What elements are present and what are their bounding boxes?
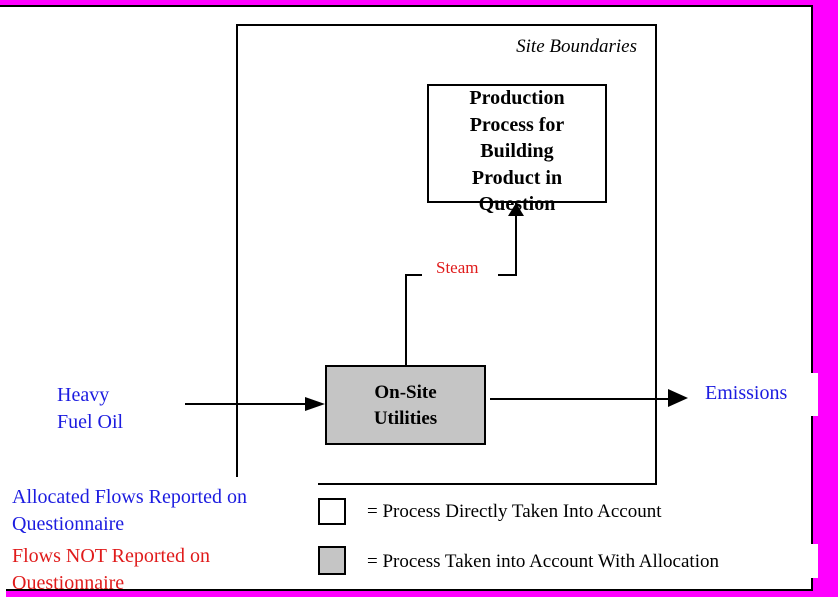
steam-label: Steam	[436, 258, 479, 277]
allocated-flows-note-line2: Questionnaire	[12, 513, 125, 535]
production-process-label-line3: Building	[480, 140, 554, 162]
on-site-utilities-box: On-Site Utilities	[325, 365, 486, 445]
production-process-label: Production Process for Building Product …	[427, 85, 607, 218]
steam-line-horizontal-left	[405, 274, 422, 276]
legend-allocation-label: = Process Taken into Account With Alloca…	[367, 551, 719, 572]
steam-arrow-up-icon	[508, 203, 524, 216]
production-process-label-line2: Process for	[469, 113, 565, 136]
heavy-fuel-oil-label-line1: Heavy	[57, 384, 110, 406]
legend-allocation-row: = Process Taken into Account With Alloca…	[318, 544, 818, 578]
legend-gray-swatch	[318, 546, 346, 575]
frame-bottom-line	[6, 589, 813, 591]
steam-line-horizontal-right	[498, 274, 517, 276]
on-site-utilities-label-line2: Utilities	[373, 408, 438, 429]
allocated-flows-note: Allocated Flows Reported on Questionnair…	[7, 477, 318, 541]
on-site-utilities-label-line1: On-Site	[374, 382, 437, 403]
steam-line-vertical-left	[405, 274, 407, 365]
flows-not-reported-note-line1: Flows NOT Reported on	[12, 545, 210, 567]
production-process-label-line5: Question	[478, 193, 556, 215]
emissions-arrow-line	[490, 398, 670, 400]
site-boundaries-label: Site Boundaries	[516, 36, 637, 57]
flows-not-reported-note-line2: Questionnaire	[12, 572, 125, 594]
production-process-box	[427, 84, 607, 203]
frame-right-bar	[813, 0, 838, 597]
on-site-utilities-label: On-Site Utilities	[327, 367, 484, 432]
frame-top-line	[0, 5, 813, 7]
heavy-fuel-oil-label-line2: Fuel Oil	[57, 411, 124, 433]
production-process-label-line4: Product in	[471, 166, 563, 189]
frame-top-bar	[0, 0, 838, 5]
production-process-label-line1: Production	[469, 87, 565, 109]
site-boundaries-box	[236, 24, 657, 485]
legend-direct-label: = Process Directly Taken Into Account	[367, 501, 662, 522]
legend-white-swatch	[318, 498, 346, 525]
heavy-fuel-oil-arrow-line	[185, 403, 307, 405]
heavy-fuel-oil-label: Heavy Fuel Oil	[57, 382, 123, 436]
allocated-flows-note-line1: Allocated Flows Reported on	[12, 486, 247, 508]
emissions-arrow-icon	[668, 389, 688, 407]
frame-bottom-bar	[6, 591, 838, 597]
frame-right-line	[811, 5, 813, 589]
heavy-fuel-oil-arrow-icon	[305, 397, 325, 411]
steam-line-vertical-right	[515, 215, 517, 276]
flows-not-reported-note: Flows NOT Reported on Questionnaire	[12, 543, 323, 597]
emissions-label: Emissions	[698, 373, 818, 416]
